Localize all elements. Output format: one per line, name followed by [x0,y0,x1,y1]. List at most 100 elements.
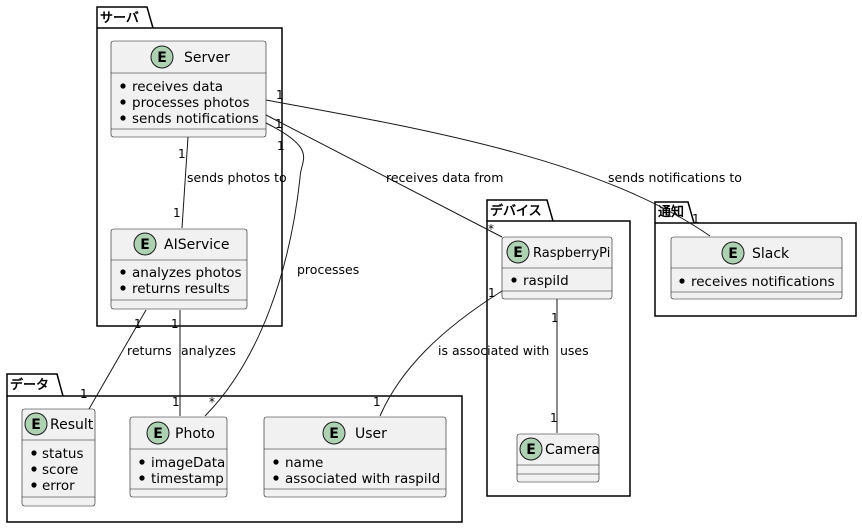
entity-attribute: analyzes photos [132,265,242,281]
relation-label: returns [127,343,172,358]
entity-camera[interactable]: E Camera [516,433,600,483]
entity-attribute: timestamp [151,471,224,487]
entity-attribute: processes photos [132,95,249,111]
multiplicity: 1 [550,411,558,425]
bullet-icon [273,475,279,481]
entity-glyph: E [153,426,163,442]
entity-attribute: score [42,462,78,478]
entity-user[interactable]: E User name associated with raspiId [263,416,447,498]
entity-attribute: status [42,446,83,462]
entity-name: Result [50,417,94,433]
bullet-icon [273,459,279,465]
relation-raspi-camera: uses 1 1 [550,299,589,433]
entity-glyph: E [329,426,339,442]
entity-name: Server [184,50,230,66]
entity-glyph: E [513,245,523,261]
multiplicity: 1 [276,88,284,102]
bullet-icon [120,99,126,105]
entity-attribute: imageData [151,455,225,471]
bullet-icon [31,482,37,488]
bullet-icon [120,285,126,291]
multiplicity: 1 [173,206,181,220]
relation-label: sends photos to [187,170,287,185]
entity-name: AIService [164,237,229,253]
package-device: デバイス [486,199,631,497]
bullet-icon [31,466,37,472]
multiplicity: 1 [171,317,179,331]
entity-name: Slack [752,246,790,262]
package-label: データ [10,377,49,393]
entity-glyph: E [140,237,150,253]
package-server: サーバ [96,6,283,327]
multiplicity: 1 [275,117,283,131]
entity-attribute: name [285,455,323,471]
entity-glyph: E [728,246,738,262]
entity-glyph: E [526,442,536,458]
bullet-icon [120,115,126,121]
multiplicity: 1 [373,395,381,409]
entity-icon [721,241,745,265]
bullet-icon [511,277,517,283]
relation-ai-photo: analyzes 1 1 [171,310,236,416]
entity-attribute: receives data [132,79,223,95]
entity-attribute: receives notifications [691,274,835,290]
entity-attribute: returns results [132,281,230,297]
multiplicity: 1 [172,395,180,409]
entity-name: Camera [545,442,600,458]
package-label: サーバ [100,11,139,26]
entity-slack[interactable]: E Slack receives notifications [670,236,843,300]
multiplicity: 1 [551,311,559,325]
multiplicity: 1 [692,212,700,226]
relation-label: processes [297,262,359,277]
multiplicity: 1 [178,147,186,161]
entity-icon [146,421,170,445]
entity-glyph: E [31,417,41,433]
relation-server-ai: sends photos to 1 1 [173,136,287,229]
relation-label: uses [560,343,589,358]
multiplicity: 1 [277,139,285,153]
entity-attribute: associated with raspiId [285,471,440,487]
entity-icon [150,45,174,69]
entity-name: Photo [175,426,215,442]
entity-icon [506,240,530,264]
multiplicity: 1 [488,286,496,300]
entity-aiservice[interactable]: E AIService analyzes photos returns resu… [110,228,248,310]
relation-label: analyzes [181,343,236,358]
entity-glyph: E [157,50,167,66]
bullet-icon [139,475,145,481]
multiplicity: 1 [80,387,88,401]
relation-server-raspi: receives data from 1 * [265,114,503,238]
relation-raspi-user: is associated with 1 1 [373,286,549,417]
relation-label: receives data from [386,170,503,185]
entity-server[interactable]: E Server receives data processes photos … [110,40,267,138]
multiplicity: * [488,222,494,236]
relation-server-photo: processes 1 * [204,122,359,417]
entity-name: User [355,426,387,442]
bullet-icon [139,459,145,465]
package-data: データ [6,373,463,523]
entity-photo[interactable]: E Photo imageData timestamp [129,416,228,498]
entity-name: RaspberryPi [533,246,610,261]
relation-label: sends notifications to [608,170,742,185]
entity-result[interactable]: E Result status score error [21,408,96,507]
bullet-icon [679,278,685,284]
multiplicity: 1 [134,317,142,331]
package-label: デバイス [490,203,542,219]
bullet-icon [120,269,126,275]
entity-icon [322,421,346,445]
entity-attribute: raspiId [523,273,569,289]
entity-icon [24,412,48,436]
bullet-icon [31,450,37,456]
entity-attribute: sends notifications [132,111,259,127]
entity-icon [519,437,543,461]
multiplicity: * [209,395,215,409]
relation-label: is associated with [438,343,549,358]
relation-ai-result: returns 1 1 [80,309,172,417]
bullet-icon [120,83,126,89]
entity-raspberrypi[interactable]: E RaspberryPi raspiId [501,236,613,300]
entity-icon [133,232,157,256]
entity-attribute: error [42,478,75,494]
relation-server-slack: sends notifications to 1 1 [265,88,742,237]
